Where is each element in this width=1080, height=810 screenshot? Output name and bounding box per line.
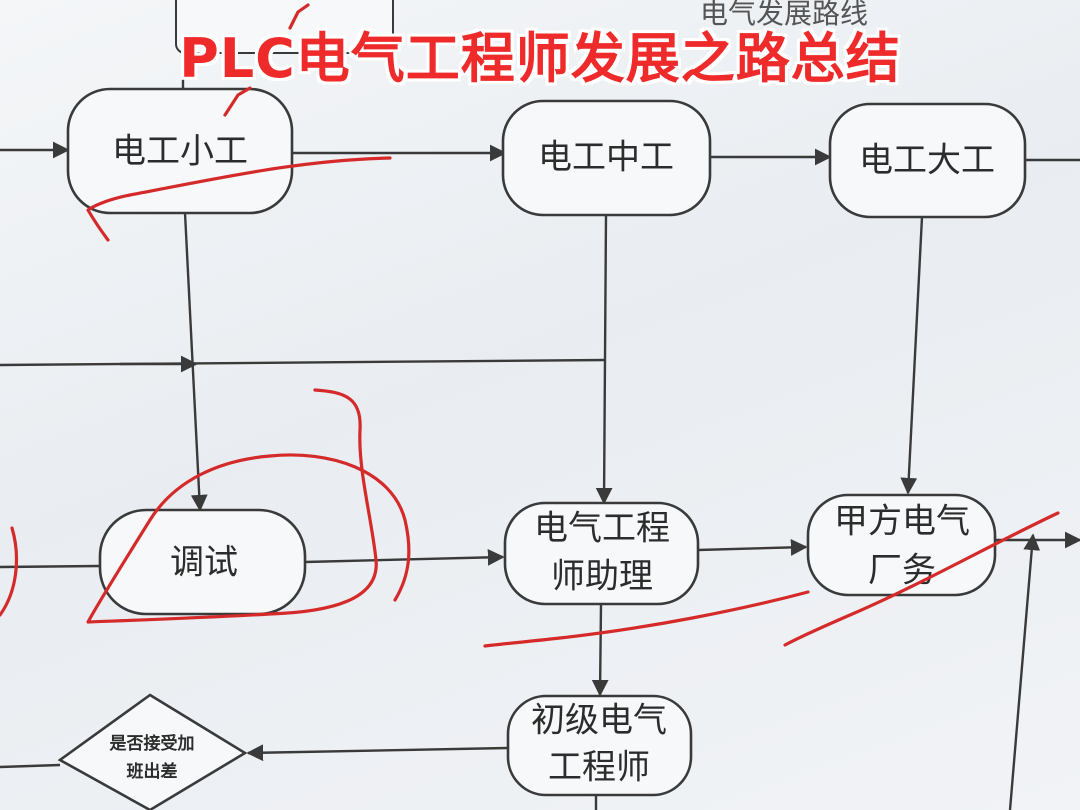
edge-junior-engineer-to-decision [246, 744, 509, 762]
edge-horizontal-mid [0, 358, 606, 367]
annotation-tick-top-2 [288, 3, 310, 30]
annotation-loop-commissioning [86, 388, 411, 624]
node-client-electrical-line1: 甲方电气 [834, 502, 970, 542]
node-junior-engineer-line2: 工程师 [548, 748, 650, 788]
annotation-underline-junior [86, 156, 392, 242]
node-electrician-senior: 电工大工 [828, 102, 1027, 219]
edge-mid-to-assistant [595, 214, 613, 505]
connector-lines [0, 50, 1080, 810]
annotation-underline-assistant [483, 590, 810, 648]
edge-junior-to-commissioning [183, 212, 208, 512]
edge-commissioning-to-assistant [304, 548, 505, 566]
annotation-left-arc [0, 526, 19, 617]
node-junior-engineer: 初级电气 工程师 [506, 694, 693, 797]
node-electrician-mid-label: 电工中工 [538, 138, 674, 178]
node-client-electrical-line2: 厂务 [868, 551, 936, 591]
node-electrician-senior-label: 电工大工 [859, 141, 995, 181]
node-assistant-engineer-line2: 师助理 [551, 557, 653, 597]
edge-senior-to-client [900, 216, 924, 495]
red-annotations [0, 3, 1060, 648]
node-decision-line2: 班出差 [127, 761, 178, 782]
edge-decision-out [0, 763, 61, 769]
annotation-strike-client [783, 511, 1060, 647]
node-assistant-engineer-line1: 电气工程 [534, 509, 670, 549]
node-decision-overtime: 是否接受加 班出差 [57, 693, 248, 810]
page-title: PLC电气工程师发展之路总结 [179, 27, 901, 90]
annotation-tick-top [223, 86, 252, 117]
node-electrician-mid: 电工中工 [501, 99, 712, 217]
edge-assistant-to-client [697, 539, 808, 556]
node-junior-engineer-line1: 初级电气 [531, 701, 667, 741]
top-cropped-node [175, 0, 394, 54]
node-assistant-engineer: 电气工程 师助理 [503, 501, 700, 606]
node-electrician-junior: 电工小工 [66, 87, 294, 215]
background-heading: 电气发展路线 [700, 0, 869, 30]
node-commissioning: 调试 [98, 508, 307, 616]
edge-assistant-to-junior-engineer [591, 603, 609, 697]
node-electrician-junior-label: 电工小工 [112, 132, 248, 172]
node-decision-line1: 是否接受加 [110, 733, 195, 754]
node-commissioning-label: 调试 [170, 543, 238, 583]
node-client-electrical: 甲方电气 厂务 [806, 493, 997, 597]
edge-bottom-right-up [1008, 533, 1041, 810]
